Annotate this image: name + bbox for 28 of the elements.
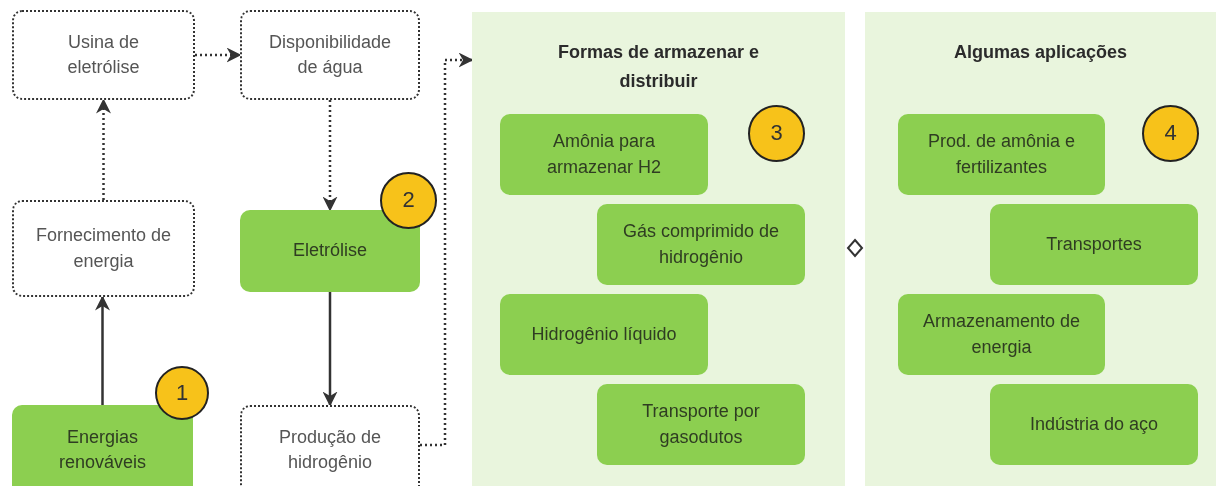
number-badge: 2 — [380, 172, 437, 229]
number-badge: 4 — [1142, 105, 1199, 162]
step-box: Hidrogênio líquido — [500, 294, 708, 375]
number-badge: 3 — [748, 105, 805, 162]
step-box: Gás comprimido de hidrogênio — [597, 204, 805, 285]
step-box: Transporte por gasodutos — [597, 384, 805, 465]
arrow — [322, 100, 338, 212]
arrow — [420, 52, 474, 447]
process-box: Fornecimento de energia — [12, 200, 195, 297]
group-panel — [865, 12, 1216, 486]
arrow — [95, 295, 110, 405]
group-panel — [472, 12, 845, 486]
arrow — [96, 98, 111, 200]
step-box: Indústria do aço — [990, 384, 1198, 465]
process-box: Produção de hidrogênio — [240, 405, 420, 486]
panel-heading: Algumas aplicações — [952, 41, 1129, 64]
step-box: Transportes — [990, 204, 1198, 285]
number-badge: 1 — [155, 366, 209, 420]
process-box: Usina de eletrólise — [12, 10, 195, 100]
step-box: Eletrólise — [240, 210, 420, 292]
step-box: Prod. de amônia e fertilizantes — [898, 114, 1105, 195]
process-box: Disponibilidade de água — [240, 10, 420, 100]
step-box: Amônia para armazenar H2 — [500, 114, 708, 195]
step-box: Energias renováveis — [12, 405, 193, 486]
arrow — [195, 47, 242, 63]
step-box: Armazenamento de energia — [898, 294, 1105, 375]
panel-heading: Formas de armazenar e distribuir — [556, 41, 761, 93]
arrow — [322, 292, 338, 407]
